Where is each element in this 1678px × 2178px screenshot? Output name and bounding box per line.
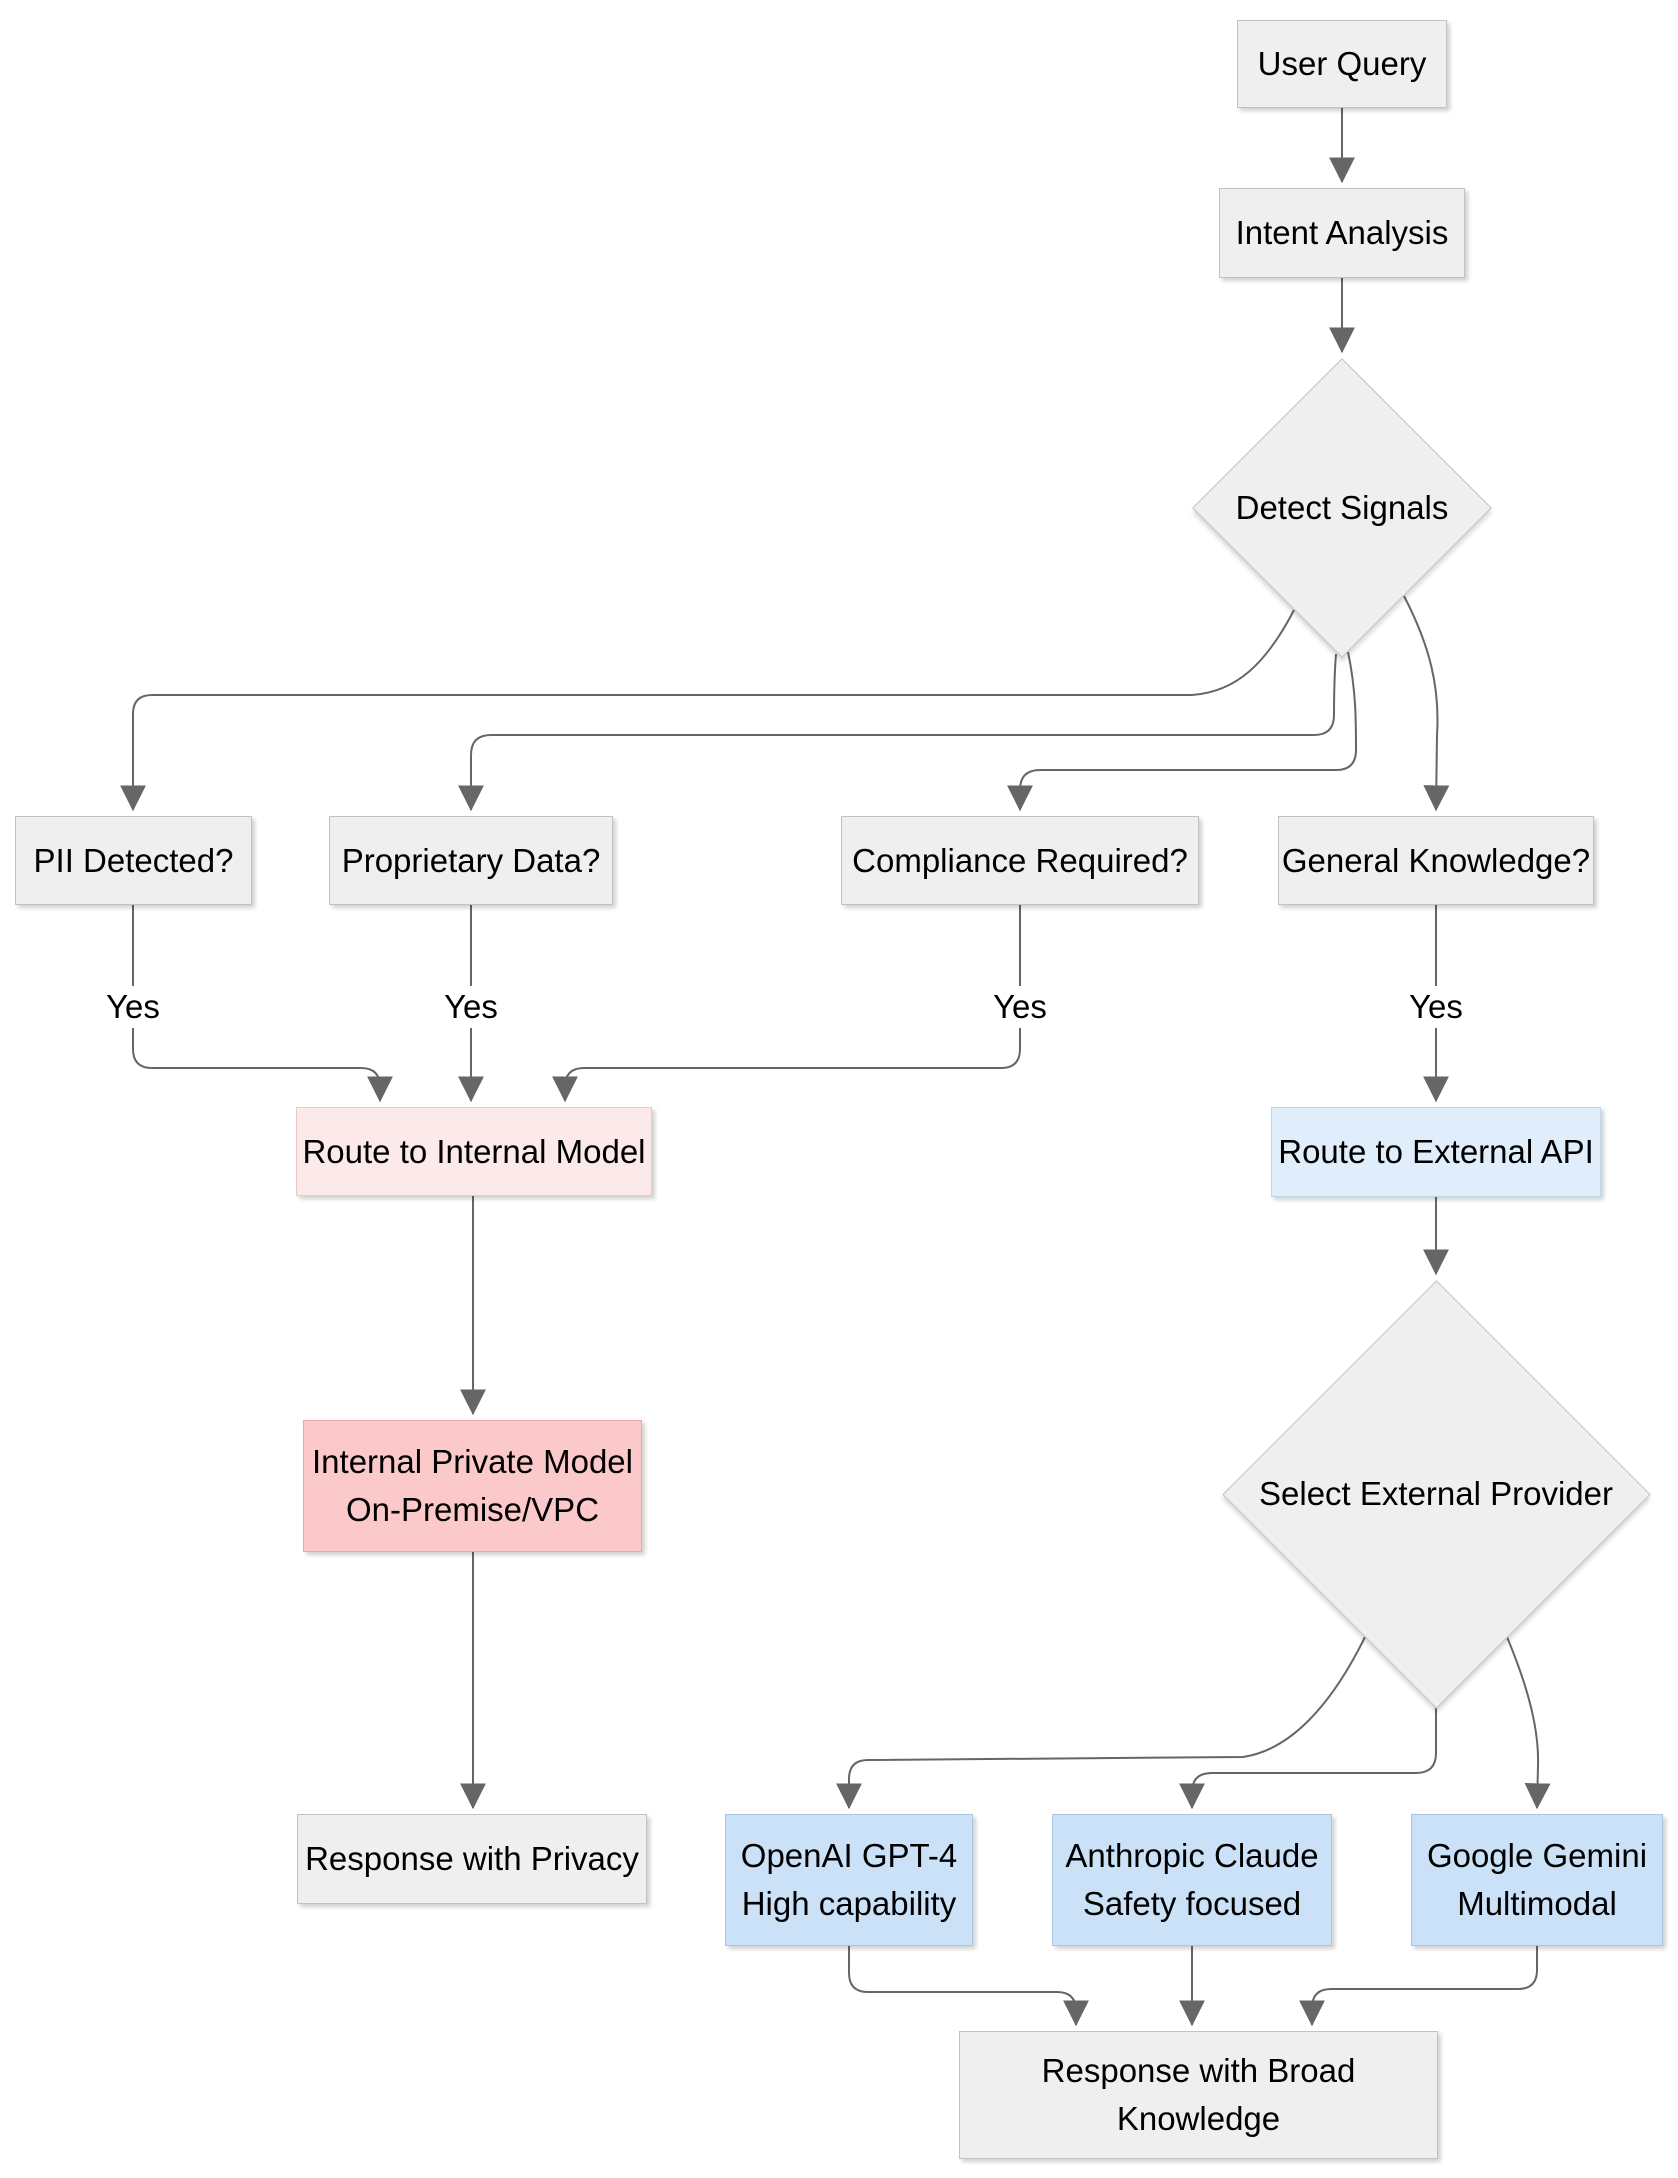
edge-compliance-to-route-internal xyxy=(552,905,1021,1103)
node-internal-private-model: Internal Private Model On-Premise/VPC xyxy=(303,1420,642,1552)
node-response-broad-line1: Response with Broad xyxy=(1041,2052,1356,2090)
node-google-gemini-line2: Multimodal xyxy=(1457,1885,1617,1922)
node-general-knowledge: General Knowledge? xyxy=(1278,816,1594,905)
node-openai-gpt4-line2: High capability xyxy=(741,1885,957,1922)
node-select-provider: Select External Provider xyxy=(1221,1279,1651,1709)
edge-openai-to-response-broad xyxy=(848,1946,1089,2027)
edge-gemini-to-response-broad xyxy=(1299,1946,1538,2027)
edge-detect-signals-to-compliance xyxy=(1007,651,1358,812)
edge-detect-signals-to-pii xyxy=(120,609,1295,812)
edge-select-provider-to-anthropic xyxy=(1179,1708,1437,1810)
node-user-query-label: User Query xyxy=(1257,45,1427,83)
node-internal-private-model-line2: On-Premise/VPC xyxy=(345,1491,600,1528)
node-google-gemini: Google Gemini Multimodal xyxy=(1411,1814,1663,1946)
node-user-query: User Query xyxy=(1237,20,1447,108)
edge-label-yes-pii: Yes xyxy=(96,986,170,1028)
node-internal-private-model-line1: Internal Private Model xyxy=(312,1443,633,1481)
node-intent-analysis: Intent Analysis xyxy=(1219,188,1465,278)
node-route-external-label: Route to External API xyxy=(1278,1133,1594,1171)
node-route-internal-label: Route to Internal Model xyxy=(302,1132,646,1170)
node-openai-gpt4: OpenAI GPT-4 High capability xyxy=(725,1814,973,1946)
node-intent-analysis-label: Intent Analysis xyxy=(1235,214,1449,252)
node-pii-detected: PII Detected? xyxy=(15,816,252,905)
node-compliance-required: Compliance Required? xyxy=(841,816,1199,905)
node-anthropic-claude: Anthropic Claude Safety focused xyxy=(1052,1814,1332,1946)
edge-label-yes-general: Yes xyxy=(1399,986,1473,1028)
node-response-privacy-label: Response with Privacy xyxy=(305,1840,639,1878)
node-general-knowledge-label: General Knowledge? xyxy=(1281,841,1591,879)
edge-detect-signals-to-proprietary xyxy=(458,653,1337,812)
node-detect-signals: Detect Signals xyxy=(1192,358,1492,658)
node-openai-gpt4-line1: OpenAI GPT-4 xyxy=(740,1837,958,1875)
node-response-broad: Response with Broad Knowledge xyxy=(959,2031,1438,2159)
node-response-broad-line2: Knowledge xyxy=(1116,2100,1281,2137)
node-proprietary-data: Proprietary Data? xyxy=(329,816,613,905)
node-route-external: Route to External API xyxy=(1271,1107,1601,1197)
node-anthropic-claude-line1: Anthropic Claude xyxy=(1065,1837,1319,1875)
node-select-provider-label: Select External Provider xyxy=(1259,1475,1613,1512)
node-detect-signals-label: Detect Signals xyxy=(1235,489,1449,526)
node-google-gemini-line1: Google Gemini xyxy=(1426,1837,1648,1875)
edge-label-yes-compliance: Yes xyxy=(983,986,1057,1028)
edge-label-yes-proprietary: Yes xyxy=(434,986,508,1028)
node-anthropic-claude-line2: Safety focused xyxy=(1082,1885,1302,1922)
node-route-internal: Route to Internal Model xyxy=(296,1107,652,1196)
node-pii-detected-label: PII Detected? xyxy=(33,841,234,879)
node-response-privacy: Response with Privacy xyxy=(297,1814,647,1904)
node-compliance-required-label: Compliance Required? xyxy=(852,841,1188,879)
node-proprietary-data-label: Proprietary Data? xyxy=(341,841,601,879)
edge-pii-to-route-internal xyxy=(132,905,393,1103)
